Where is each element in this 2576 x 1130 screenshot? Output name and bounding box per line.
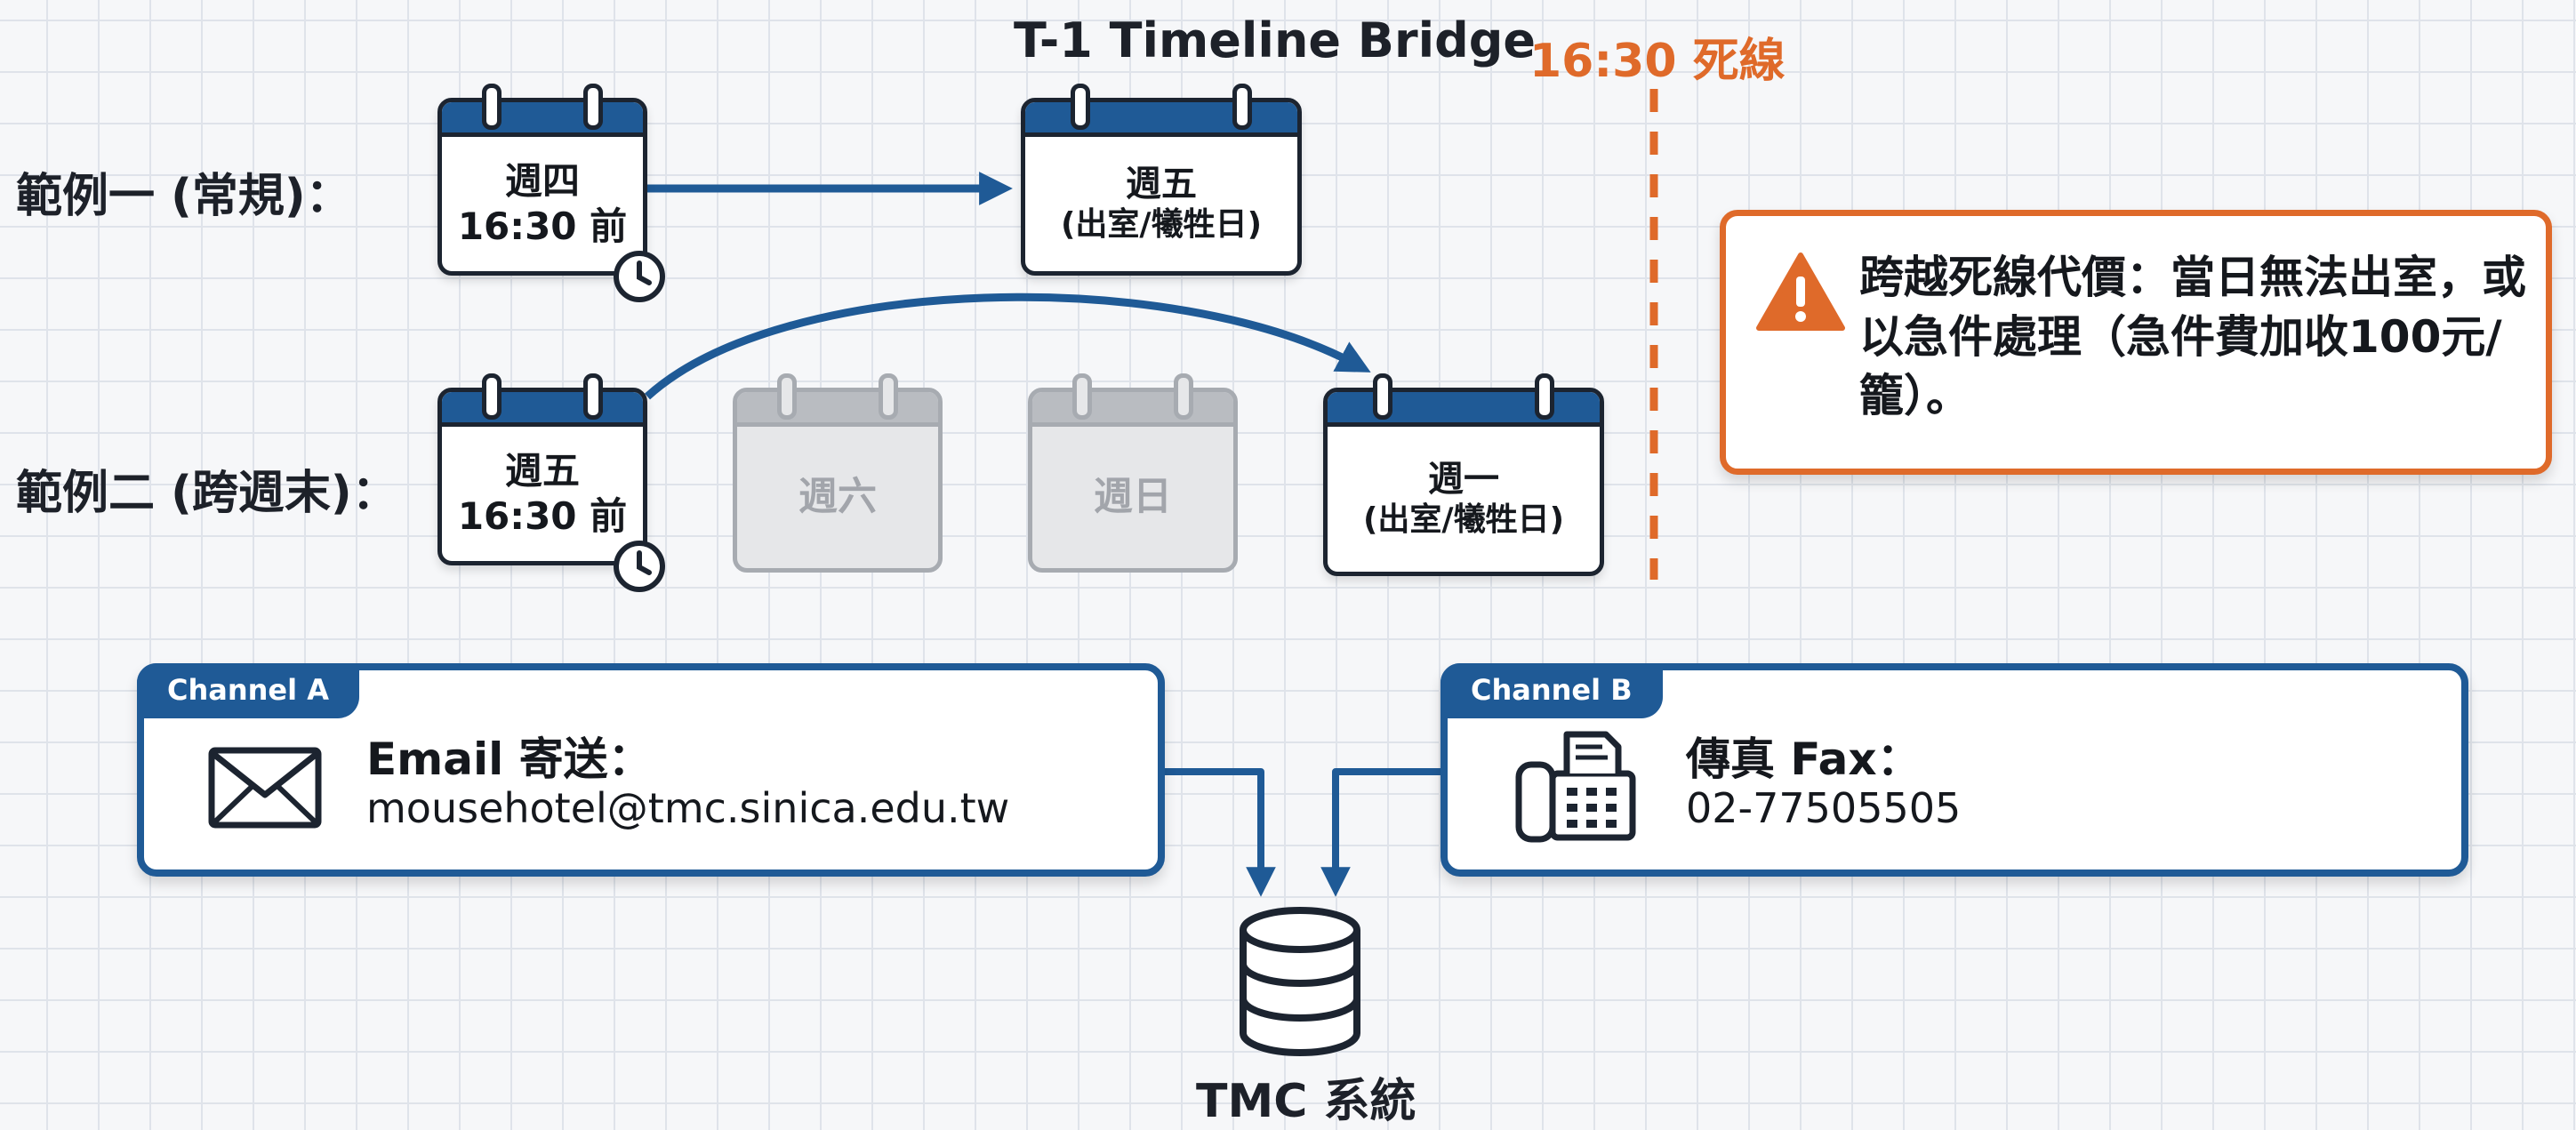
channel-b-tag: Channel B [1440, 663, 1663, 718]
calendar-friday-target: 週五 (出室/犧牲日) [1021, 84, 1302, 276]
channel-b-fax-number: 02-77505505 [1686, 784, 1962, 832]
example2-label: 範例二 (跨週末)： [16, 467, 398, 520]
calendar-day: 週五 [1126, 163, 1197, 204]
calendar-note: (出室/犧牲日) [1060, 206, 1263, 244]
channel-b-card: Channel B 傳真 Fax： 02-77505505 [1440, 663, 2468, 877]
destination-label: TMC 系統 [1196, 1075, 1416, 1128]
calendar-day: 週四 [504, 158, 580, 203]
deadline-warning-box: 跨越死線代價：當日無法出室，或以急件處理（急件費加收100元/籠）。 [1720, 210, 2552, 475]
arrow-example2 [644, 293, 1371, 400]
warning-text: 跨越死線代價：當日無法出室，或以急件處理（急件費加收100元/籠）。 [1859, 252, 2526, 421]
calendar-time: 16:30 前 [457, 204, 628, 248]
calendar-note: (出室/犧牲日) [1362, 501, 1565, 539]
warning-triangle-icon [1756, 252, 1845, 331]
arrow-channel-b [1320, 768, 1448, 897]
calendar-day: 週一 [1428, 458, 1499, 500]
calendar-saturday-skipped: 週六 [733, 373, 943, 573]
calendar-friday: 週五 16:30 前 [437, 373, 665, 592]
fax-machine-icon [1515, 731, 1636, 843]
arrow-channel-a [1165, 768, 1276, 897]
channel-a-card: Channel A Email 寄送： mousehotel@tmc.sinic… [137, 663, 1165, 877]
clock-icon [614, 251, 665, 302]
diagram-title: T-1 Timeline Bridge [1014, 12, 1537, 68]
calendar-day: 週日 [1094, 474, 1172, 520]
database-icon [1240, 907, 1360, 1056]
channel-a-email: mousehotel@tmc.sinica.edu.tw [366, 784, 1010, 832]
calendar-monday-target: 週一 (出室/犧牲日) [1323, 373, 1604, 576]
clock-icon [614, 541, 665, 592]
calendar-thursday: 週四 16:30 前 [437, 84, 665, 302]
calendar-sunday-skipped: 週日 [1028, 373, 1238, 573]
calendar-day: 週五 [504, 448, 580, 493]
channel-a-title: Email 寄送： [366, 733, 653, 785]
deadline-label: 16:30 死線 [1529, 35, 1786, 88]
calendar-day: 週六 [798, 474, 877, 520]
envelope-icon [208, 747, 322, 829]
calendar-time: 16:30 前 [457, 494, 628, 538]
channel-a-tag: Channel A [137, 663, 359, 718]
example1-label: 範例一 (常規)： [16, 170, 352, 223]
channel-b-title: 傳真 Fax： [1686, 733, 1922, 785]
